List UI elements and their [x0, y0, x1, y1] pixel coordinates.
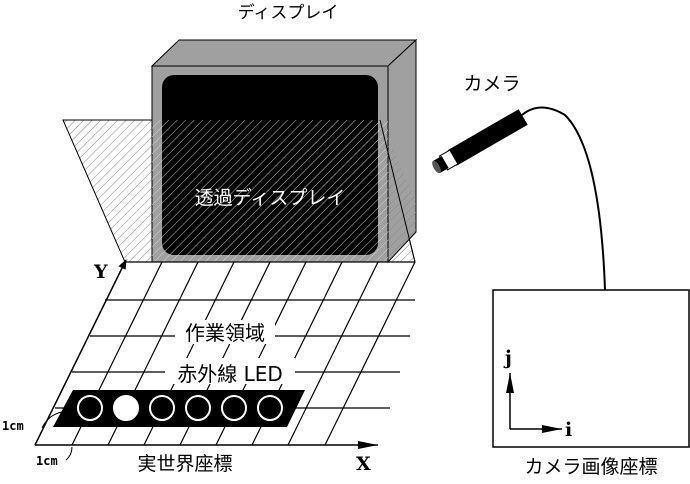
j-axis-label: j	[503, 347, 512, 369]
x-axis-label: X	[356, 453, 371, 475]
world-coords-label: 実世界座標	[137, 453, 232, 475]
camera-image-frame	[492, 289, 690, 448]
led	[185, 395, 211, 421]
ir-led-label: 赤外線 LED	[177, 362, 283, 386]
camera-image-coords-label: カメラ画像座標	[524, 456, 657, 478]
display-monitor	[150, 38, 418, 264]
work-area-label: 作業領域	[185, 321, 265, 345]
unit-x-label: 1cm	[36, 454, 58, 468]
transparent-display-label: 透過ディスプレイ	[195, 187, 346, 209]
unit-y-label: 1cm	[2, 419, 24, 433]
display-label: ディスプレイ	[238, 2, 339, 23]
i-axis-label: i	[565, 419, 572, 441]
led	[257, 395, 283, 421]
camera-label: カメラ	[463, 73, 520, 95]
led	[77, 395, 103, 421]
camera-icon	[432, 109, 528, 174]
led	[221, 395, 247, 421]
y-axis-label: Y	[93, 261, 108, 283]
camera-cable	[521, 106, 606, 291]
ir-led-bar	[53, 390, 305, 427]
y-axis	[34, 259, 127, 446]
led-lit	[113, 395, 139, 421]
led	[149, 395, 175, 421]
